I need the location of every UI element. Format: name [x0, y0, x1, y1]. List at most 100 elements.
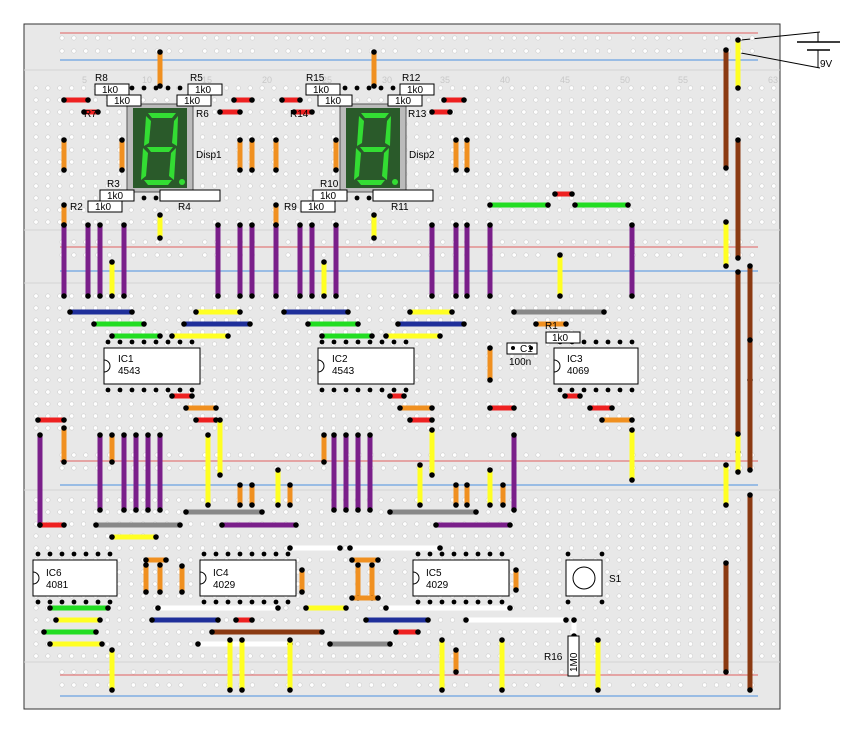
wire-end: [552, 191, 558, 197]
breadboard-hole: [93, 413, 99, 419]
breadboard-hole: [592, 497, 598, 503]
breadboard-hole: [664, 389, 670, 395]
breadboard-hole: [568, 293, 574, 299]
breadboard-hole: [414, 121, 420, 127]
breadboard-hole: [223, 159, 229, 165]
breadboard-hole: [676, 425, 682, 431]
wire-end: [387, 641, 393, 647]
wire-end: [287, 482, 293, 488]
breadboard-hole: [295, 653, 301, 659]
breadboard-hole: [212, 121, 218, 127]
breadboard-hole: [533, 219, 539, 225]
breadboard-hole: [235, 121, 241, 127]
breadboard-hole: [557, 413, 563, 419]
ic-pin: [605, 387, 611, 393]
breadboard-hole: [664, 605, 670, 611]
breadboard-hole: [200, 425, 206, 431]
wire-end: [735, 255, 741, 261]
wire-end: [273, 293, 279, 299]
breadboard-hole: [545, 121, 551, 127]
breadboard-hole: [81, 329, 87, 335]
ic-part: 4029: [213, 580, 236, 591]
breadboard-hole: [473, 377, 479, 383]
breadboard-hole: [438, 183, 444, 189]
breadboard-hole: [164, 207, 170, 213]
ic-pin: [475, 551, 481, 557]
breadboard-hole: [687, 401, 693, 407]
breadboard-hole: [702, 252, 708, 258]
breadboard-hole: [212, 97, 218, 103]
wire-end: [287, 637, 293, 643]
ic-pin: [378, 85, 384, 91]
breadboard-hole: [140, 629, 146, 635]
breadboard-hole: [711, 97, 717, 103]
breadboard-hole: [449, 219, 455, 225]
breadboard-hole: [545, 641, 551, 647]
breadboard-hole: [330, 413, 336, 419]
breadboard-hole: [438, 293, 444, 299]
wire-end: [287, 502, 293, 508]
capacitor-ref: C1: [520, 344, 533, 355]
breadboard-hole: [604, 85, 610, 91]
breadboard-hole: [580, 605, 586, 611]
breadboard-hole: [93, 293, 99, 299]
breadboard-hole: [545, 533, 551, 539]
breadboard-hole: [664, 134, 670, 140]
breadboard-hole: [212, 377, 218, 383]
wire-end: [723, 669, 729, 675]
breadboard-hole: [473, 545, 479, 551]
breadboard-hole: [366, 317, 372, 323]
breadboard-hole: [81, 147, 87, 153]
breadboard-hole: [533, 97, 539, 103]
breadboard-hole: [402, 533, 408, 539]
breadboard-hole: [295, 641, 301, 647]
breadboard-hole: [711, 413, 717, 419]
breadboard-hole: [93, 389, 99, 395]
breadboard-hole: [33, 207, 39, 213]
wire-end: [629, 427, 635, 433]
breadboard-hole: [380, 682, 386, 688]
breadboard-hole: [378, 533, 384, 539]
breadboard-hole: [497, 389, 503, 395]
breadboard-hole: [545, 629, 551, 635]
breadboard-hole: [676, 629, 682, 635]
ic-pin: [213, 599, 219, 605]
wire-end: [371, 83, 377, 89]
wire-end: [333, 222, 339, 228]
breadboard-hole: [771, 401, 777, 407]
breadboard-hole: [57, 533, 63, 539]
breadboard-hole: [568, 109, 574, 115]
wire-end: [85, 222, 91, 228]
breadboard-hole: [485, 171, 491, 177]
breadboard-hole: [604, 171, 610, 177]
breadboard-hole: [259, 207, 265, 213]
breadboard-hole: [568, 159, 574, 165]
breadboard-hole: [723, 353, 729, 359]
breadboard-hole: [83, 452, 89, 458]
breadboard-hole: [652, 121, 658, 127]
breadboard-hole: [283, 497, 289, 503]
breadboard-hole: [461, 171, 467, 177]
breadboard-hole: [128, 581, 134, 587]
breadboard-hole: [535, 252, 541, 258]
breadboard-hole: [200, 147, 206, 153]
breadboard-hole: [771, 377, 777, 383]
wire-end: [464, 222, 470, 228]
breadboard-hole: [473, 109, 479, 115]
breadboard-hole: [152, 545, 158, 551]
breadboard-hole: [497, 377, 503, 383]
breadboard-hole: [271, 617, 277, 623]
breadboard-hole: [283, 353, 289, 359]
breadboard-hole: [249, 682, 255, 688]
breadboard-hole: [202, 35, 208, 41]
breadboard-hole: [545, 365, 551, 371]
breadboard-hole: [426, 497, 432, 503]
breadboard-hole: [592, 509, 598, 515]
breadboard-hole: [69, 109, 75, 115]
breadboard-hole: [345, 239, 351, 245]
breadboard-hole: [628, 581, 634, 587]
breadboard-hole: [521, 593, 527, 599]
breadboard-hole: [699, 219, 705, 225]
breadboard-hole: [473, 497, 479, 503]
breadboard-hole: [390, 569, 396, 575]
